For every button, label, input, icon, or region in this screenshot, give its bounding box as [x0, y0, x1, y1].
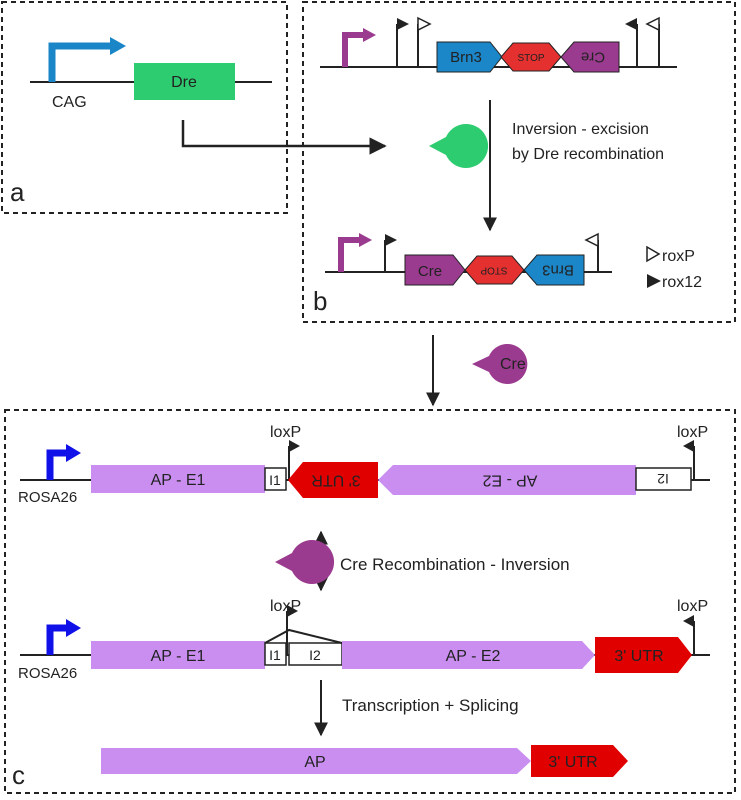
ap-e1-exon [91, 465, 265, 493]
cag-promoter-arrow-icon [48, 37, 126, 82]
rosa26-promoter-arrow-middle-icon [46, 619, 81, 655]
cre-enzyme-label: Cre [500, 356, 526, 373]
brn3-gene-label: Brn3 [450, 49, 482, 66]
dre-gene-label: Dre [171, 74, 197, 91]
utr-label-middle: 3' UTR [614, 648, 663, 665]
ap-transcript-label: AP [304, 754, 325, 771]
rox12-site-icon [396, 18, 409, 67]
stop-inverted-label: STOP [480, 265, 507, 276]
utr-arrow-middle [595, 637, 692, 673]
rosa26-promoter-arrow-icon [46, 444, 81, 480]
brn3-inverted-box [523, 254, 585, 286]
utr-inverted-label: 3' UTR [311, 472, 360, 489]
brn3-inverted-label: Brn3 [542, 262, 574, 279]
rox12-site-right-icon [625, 18, 638, 67]
ap-e2-exon-middle [342, 641, 595, 669]
transcription-label: Transcription + Splicing [342, 696, 519, 715]
roxp-site-icon [417, 16, 432, 67]
intron1-box [264, 467, 287, 491]
cag-label: CAG [52, 94, 87, 111]
intron1-label-middle: I1 [269, 647, 281, 663]
loxp-label-middle-left: loxP [270, 598, 301, 615]
panel-a-border [1, 1, 288, 214]
process-label-line2: by Dre recombination [512, 146, 664, 163]
loxp-label-middle-right: loxP [677, 598, 708, 615]
legend-rox12-label: rox12 [662, 274, 702, 291]
ap-e1-exon-middle [91, 641, 265, 669]
brn3-gene-box [436, 41, 503, 73]
roxp-site-right-icon [645, 16, 660, 67]
cre-inverted-box [560, 41, 620, 73]
ap-e1-label-middle: AP - E1 [151, 648, 206, 665]
dre-expression-arrow [181, 120, 387, 155]
loxp-site-middle-left-icon [286, 605, 298, 655]
utr-inverted-arrow [288, 462, 378, 498]
ap-e1-label: AP - E1 [151, 472, 206, 489]
roxp-site-bottom-icon [584, 232, 599, 272]
intron2-label-middle: I2 [309, 647, 321, 663]
ap-e2-inverted-label: AP - E2 [482, 472, 537, 489]
panel-b-border [302, 1, 736, 323]
cre-enzyme-icon [472, 344, 528, 384]
legend-roxp-icon [646, 245, 661, 263]
panel-a-label: a [10, 177, 25, 207]
stop-label: STOP [517, 53, 544, 64]
ap-e2-inverted-arrow [378, 465, 636, 495]
ap-transcript-arrow [101, 748, 531, 774]
process-label-line1: Inversion - excision [512, 121, 649, 138]
cre-gene-label: Cre [418, 263, 442, 280]
dre-enzyme-icon [429, 124, 489, 169]
loxp-site-middle-right-icon [683, 615, 695, 655]
splice-junction-line [264, 628, 343, 644]
rox12-site-bottom-icon [384, 234, 397, 272]
loxp-label-top-left: loxP [270, 424, 301, 441]
utr-transcript-arrow [531, 745, 628, 777]
panel-c-label: c [12, 760, 25, 790]
rosa26-label: ROSA26 [18, 489, 77, 506]
utr-transcript-label: 3' UTR [548, 754, 597, 771]
ap-e2-label-middle: AP - E2 [446, 648, 501, 665]
loxp-label-top-right: loxP [677, 424, 708, 441]
legend-rox12-icon [647, 274, 661, 288]
brn3-promoter-arrow-bottom-icon [338, 233, 372, 272]
dre-gene-box [134, 63, 235, 100]
rosa26-label-middle: ROSA26 [18, 665, 77, 682]
inversion-label: Cre Recombination - Inversion [340, 555, 570, 574]
cre-recombinase-icon [275, 540, 335, 584]
legend-roxp-label: roxP [662, 248, 695, 265]
panel-b-label: b [313, 286, 327, 316]
stop-cassette-inverted [464, 255, 525, 285]
loxp-site-top-right-icon [683, 440, 695, 480]
brn3-promoter-arrow-icon [342, 28, 376, 67]
intron2-inverted-label: I2 [657, 471, 669, 487]
stop-cassette [500, 42, 562, 72]
cre-inverted-label: Cre [581, 49, 605, 66]
cre-gene-box [404, 254, 466, 286]
loxp-site-top-left-icon [288, 440, 300, 480]
panel-c-border [4, 409, 736, 794]
intron2-inverted-box [635, 467, 692, 491]
intron1-label: I1 [269, 472, 281, 488]
